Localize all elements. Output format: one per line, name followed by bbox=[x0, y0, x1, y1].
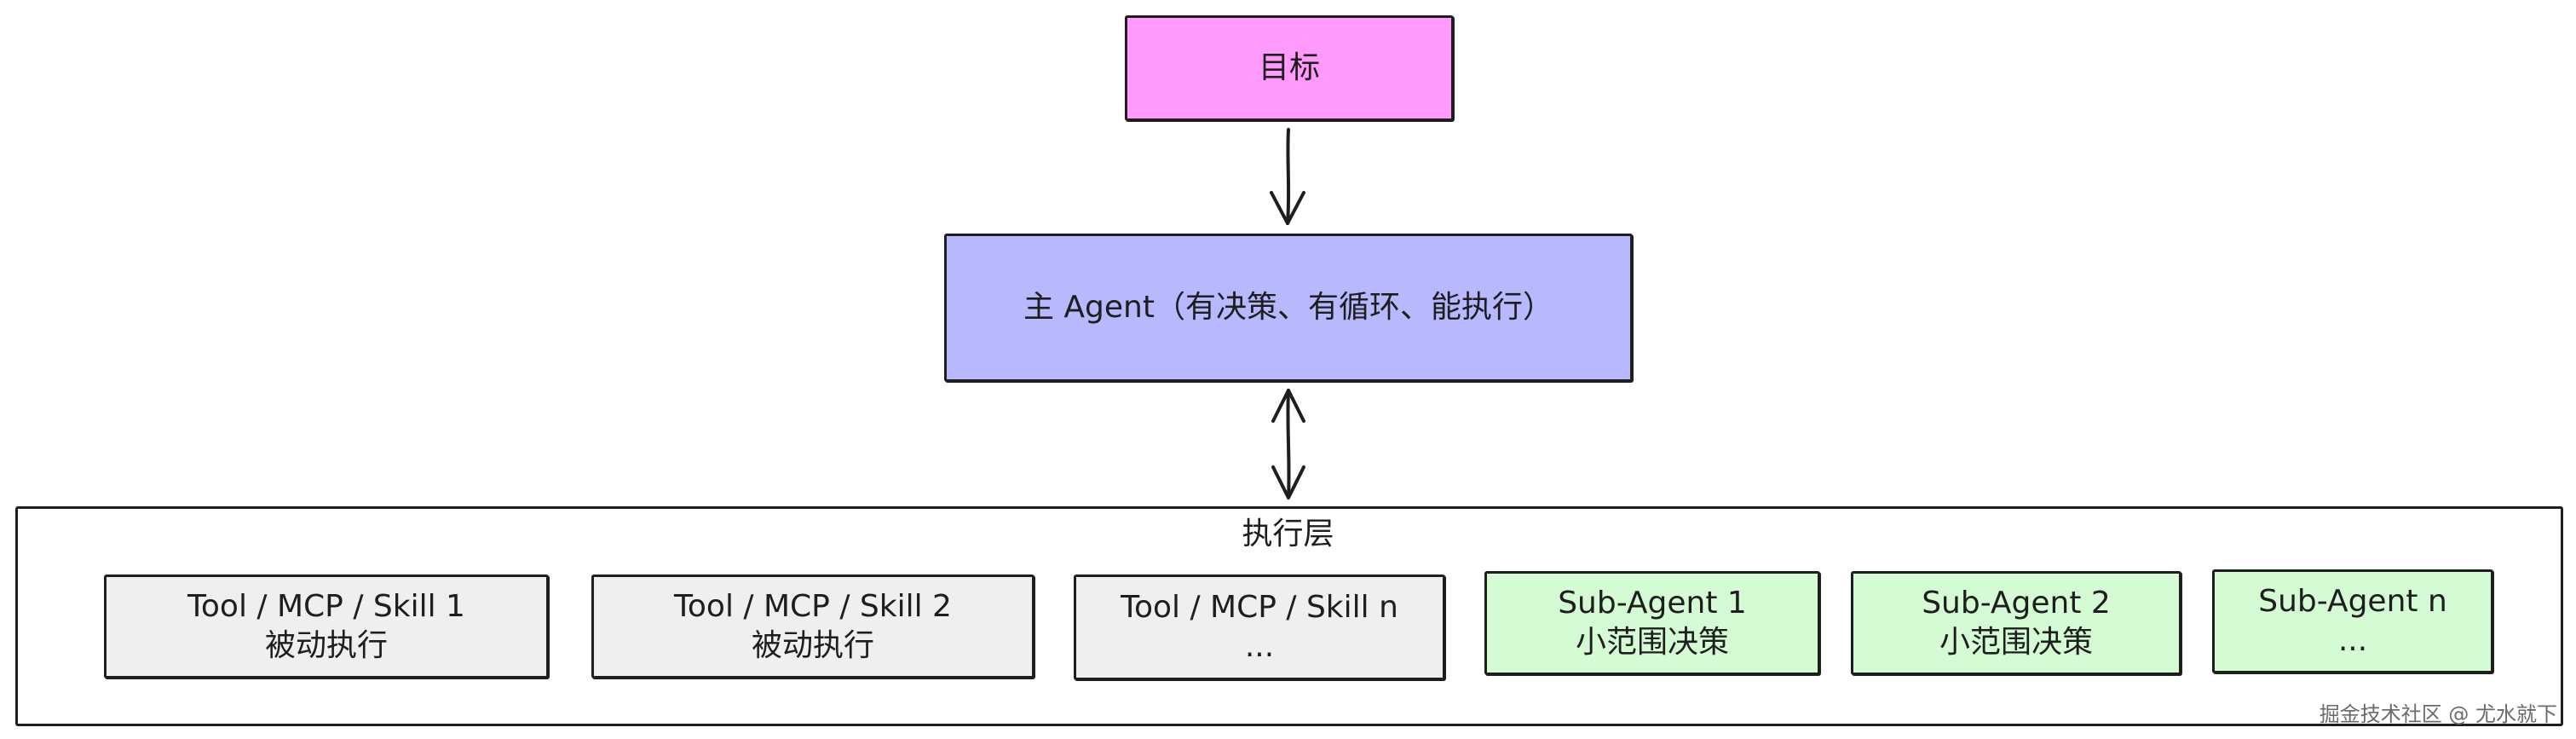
execution-layer-container bbox=[15, 506, 2563, 726]
sub-agent-node-2: Sub-Agent 2 小范围决策 bbox=[1851, 571, 2181, 675]
tool-2-label: Tool / MCP / Skill 2 bbox=[674, 589, 952, 624]
tool-node-1: Tool / MCP / Skill 1 被动执行 bbox=[104, 574, 549, 678]
tool-1-label: Tool / MCP / Skill 1 bbox=[187, 589, 465, 624]
main-agent-label: 主 Agent（有决策、有循环、能执行） bbox=[1023, 290, 1553, 325]
arrowhead-up-main-agent bbox=[1271, 389, 1305, 423]
tool-2-sub: 被动执行 bbox=[751, 628, 874, 663]
sub-agent-n-label: Sub-Agent n bbox=[2258, 584, 2447, 619]
execution-layer-title: 执行层 bbox=[1242, 517, 1334, 551]
tool-node-2: Tool / MCP / Skill 2 被动执行 bbox=[591, 574, 1034, 678]
arrowhead-goal-to-main-agent bbox=[1270, 191, 1305, 225]
sub-agent-2-sub: 小范围决策 bbox=[1939, 625, 2093, 660]
main-agent-node: 主 Agent（有决策、有循环、能执行） bbox=[944, 234, 1633, 382]
sub-agent-2-label: Sub-Agent 2 bbox=[1922, 586, 2111, 621]
sub-agent-1-sub: 小范围决策 bbox=[1575, 625, 1729, 660]
watermark-text: 掘金技术社区 @ 尤水就下 bbox=[2319, 702, 2557, 726]
sub-agent-node-n: Sub-Agent n ... bbox=[2212, 569, 2493, 673]
tool-n-label: Tool / MCP / Skill n bbox=[1121, 590, 1398, 625]
tool-n-sub: ... bbox=[1244, 629, 1275, 664]
sub-agent-node-1: Sub-Agent 1 小范围决策 bbox=[1484, 571, 1820, 675]
sub-agent-n-sub: ... bbox=[2337, 623, 2368, 658]
sub-agent-1-label: Sub-Agent 1 bbox=[1558, 586, 1747, 621]
tool-node-n: Tool / MCP / Skill n ... bbox=[1074, 574, 1445, 680]
tool-1-sub: 被动执行 bbox=[264, 628, 388, 663]
goal-node: 目标 bbox=[1125, 15, 1454, 121]
goal-label: 目标 bbox=[1258, 50, 1320, 85]
arrowhead-down-execution-layer bbox=[1271, 465, 1305, 499]
